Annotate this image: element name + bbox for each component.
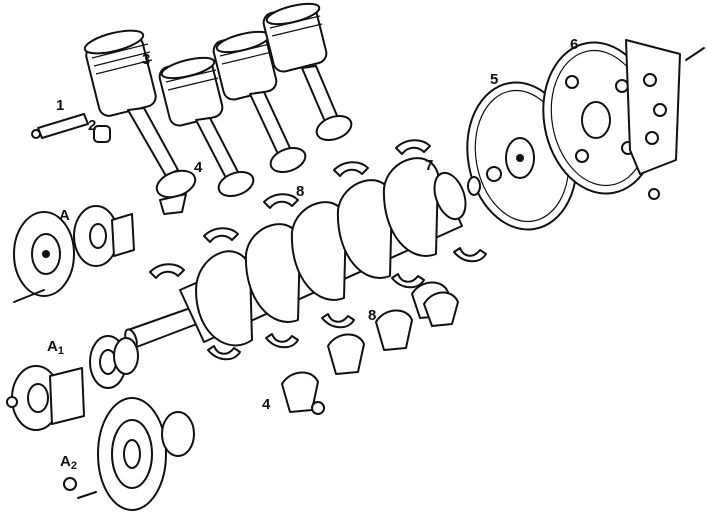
part-label-4-top: 4 (194, 159, 203, 176)
piston-rod-assembly-1 (83, 29, 197, 215)
piston-rod-assembly-2 (158, 56, 255, 198)
piston-rod-assembly-3 (212, 30, 307, 174)
part-label-7: 7 (425, 157, 434, 174)
part-label-A2-subscript: 2 (70, 460, 77, 472)
part-label-8-top: 8 (296, 183, 305, 200)
part-label-A2: A2 (60, 454, 77, 472)
part-label-A: A (59, 207, 70, 224)
pulley-assembly-A1 (6, 335, 139, 431)
main-bearing-shells-lower (207, 247, 487, 361)
part-label-6: 6 (570, 36, 579, 53)
main-bearing-shells-upper (149, 139, 431, 279)
part-label-A1-subscript: 1 (57, 345, 64, 357)
part-label-5: 5 (490, 71, 499, 88)
small-end-bushing (93, 125, 111, 143)
wrist-pin (31, 113, 89, 139)
part-label-4-bottom: 4 (262, 396, 271, 413)
main-bearing-caps (281, 281, 459, 415)
adapter-plate (625, 39, 705, 200)
pulley-assembly-A2 (63, 397, 195, 511)
crankshaft (124, 157, 467, 350)
part-label-A2-letter: A (60, 453, 71, 470)
part-label-1: 1 (56, 97, 65, 114)
part-label-A1-letter: A (47, 338, 58, 355)
pulley-assembly-A (13, 205, 135, 303)
part-label-8-bottom: 8 (368, 307, 377, 324)
piston-rod-assembly-4 (262, 2, 353, 142)
part-label-A1: A1 (47, 339, 64, 357)
part-label-3: 3 (142, 51, 151, 68)
part-label-2: 2 (88, 117, 97, 134)
